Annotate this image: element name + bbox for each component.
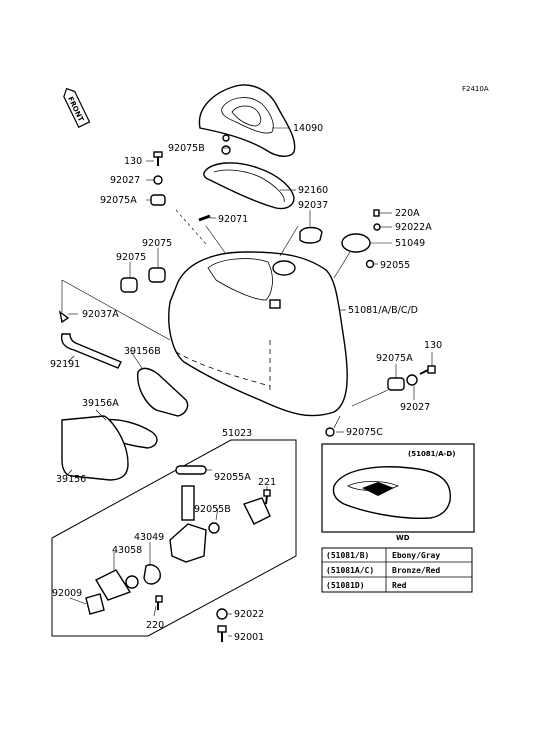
meter-cover-part	[198, 84, 296, 157]
label-130-upper: 130	[124, 156, 142, 167]
damper-92075-right	[148, 267, 166, 283]
screw-221	[263, 489, 271, 505]
washer-92022A	[373, 223, 381, 231]
label-92037: 92037	[298, 200, 328, 211]
bolt-130-lower	[419, 365, 436, 375]
fuel-cock-part	[169, 485, 271, 563]
washer-92022	[216, 608, 228, 620]
figure-code: F2410A	[462, 85, 489, 93]
bolt-92001	[217, 625, 227, 642]
label-92075-upper: 92075	[142, 238, 172, 249]
screw-220	[155, 595, 163, 610]
label-92037A: 92037A	[82, 309, 119, 320]
label-39156A: 39156A	[82, 398, 119, 409]
lever-43049	[143, 564, 161, 585]
label-130-lower: 130	[424, 340, 442, 351]
front-badge: FRONT	[63, 87, 91, 129]
clamp-92037	[299, 226, 323, 244]
bolt-130-upper	[153, 151, 163, 166]
label-92055A: 92055A	[214, 472, 251, 483]
nut-92075C	[325, 427, 335, 437]
label-92022: 92022	[234, 609, 264, 620]
clip-92037A	[58, 310, 70, 324]
label-92027-upper: 92027	[110, 175, 140, 186]
label-92075-lower: 92075	[116, 252, 146, 263]
washer-92027-lower	[406, 374, 418, 386]
label-221: 221	[258, 477, 276, 488]
label-51049: 51049	[395, 238, 425, 249]
label-92075A-lower: 92075A	[376, 353, 413, 364]
knob-92009	[85, 593, 105, 615]
label-92001: 92001	[234, 632, 264, 643]
label-39156: 39156	[56, 474, 86, 485]
label-92009: 92009	[52, 588, 82, 599]
color-table-code-0: (51081/B)	[326, 551, 369, 560]
label-92022A: 92022A	[395, 222, 432, 233]
oring-92055B	[208, 522, 220, 534]
label-220: 220	[146, 620, 164, 631]
label-92055B: 92055B	[194, 504, 231, 515]
color-table: (51081/B) Ebony/Gray (51081A/C) Bronze/R…	[321, 547, 473, 593]
label-92160: 92160	[298, 185, 328, 196]
color-table-color-2: Red	[392, 581, 407, 590]
fuel-cock-assembly-outline	[51, 439, 297, 637]
label-92191: 92191	[50, 359, 80, 370]
label-220A: 220A	[395, 208, 420, 219]
label-14090: 14090	[293, 123, 323, 134]
plate-43058	[95, 569, 132, 601]
nut-92075B	[221, 145, 231, 155]
fuel-tank-part	[168, 251, 348, 417]
damper-92075A-lower	[387, 377, 405, 391]
label-92055: 92055	[380, 260, 410, 271]
label-92027-lower: 92027	[400, 402, 430, 413]
inset-title: (51081/A-D)	[408, 450, 455, 458]
label-39156B: 39156B	[124, 346, 161, 357]
label-51023: 51023	[222, 428, 252, 439]
oring-43058	[125, 575, 139, 589]
oring-92055	[365, 259, 375, 269]
gasket-92055A	[175, 465, 207, 475]
callout-labels: 14090 92075B 130 92027 92160 92075A 9207…	[50, 123, 442, 643]
cap-51049	[341, 233, 371, 253]
pad-39156	[61, 415, 129, 481]
label-92071: 92071	[218, 214, 248, 225]
label-92075C: 92075C	[346, 427, 383, 438]
gasket-part	[203, 162, 295, 210]
leader-lines	[61, 127, 433, 637]
damper-92075A-upper	[150, 194, 166, 206]
washer-92027-upper	[153, 175, 163, 185]
label-51081: 51081/A/B/C/D	[348, 305, 418, 316]
inset-caption: WD	[396, 534, 410, 542]
pad-39156B	[137, 367, 189, 417]
color-table-color-1: Bronze/Red	[392, 566, 440, 575]
tank-emblem-inset: (51081/A-D) WD	[321, 443, 475, 542]
hose-92191	[60, 333, 122, 369]
label-92075A-upper: 92075A	[100, 195, 137, 206]
color-table-code-1: (51081A/C)	[326, 566, 374, 575]
label-43058: 43058	[112, 545, 142, 556]
color-table-color-0: Ebony/Gray	[392, 551, 440, 560]
color-table-code-2: (51081D)	[326, 581, 365, 590]
bolt-92071	[198, 214, 211, 222]
label-43049: 43049	[134, 532, 164, 543]
label-92075B: 92075B	[168, 143, 205, 154]
damper-92075-left	[120, 277, 138, 293]
